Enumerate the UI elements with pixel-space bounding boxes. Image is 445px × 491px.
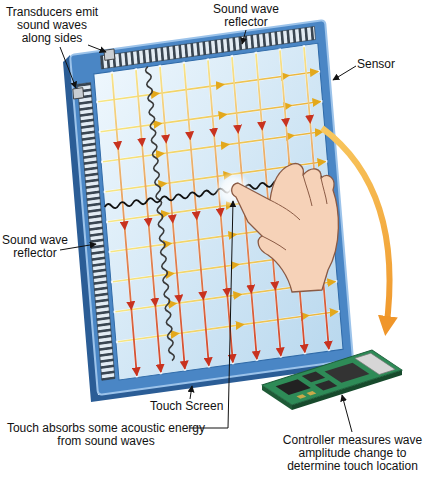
- wave-arrow: [101, 101, 321, 131]
- leader-line: [190, 386, 192, 399]
- finger-line: [270, 200, 300, 220]
- grid-line: [208, 58, 233, 364]
- left-reflector: [77, 83, 114, 381]
- glass-surface: [94, 43, 343, 380]
- finger-line: [303, 175, 312, 206]
- transducer: [73, 88, 84, 99]
- grid-line: [160, 65, 185, 371]
- horizontal-wave-arrows: [98, 71, 338, 341]
- transducer: [104, 49, 115, 60]
- chip: [276, 379, 311, 395]
- grid-line: [112, 72, 137, 378]
- touch-screen-panel: [70, 20, 353, 395]
- finger-line: [321, 178, 327, 204]
- hand: [232, 164, 339, 292]
- wave-arrow: [112, 74, 137, 376]
- chip: [315, 380, 337, 390]
- grid-line: [99, 101, 323, 132]
- grid-line: [136, 68, 161, 374]
- wave-arrow: [184, 64, 209, 366]
- thumb-line: [262, 236, 286, 250]
- grid-line: [184, 62, 209, 368]
- leader-lines: [60, 30, 356, 432]
- wave-arrow: [160, 67, 185, 369]
- controller-board: [262, 350, 402, 405]
- leader-line: [342, 395, 352, 432]
- grid-line: [101, 131, 325, 162]
- panel-frame: [70, 20, 353, 395]
- leader-line: [190, 201, 233, 428]
- vertical-sound-wave: [145, 66, 174, 361]
- wave-arrow: [208, 60, 233, 362]
- callout-label: Sound wave reflector: [196, 3, 296, 29]
- wave-arrow: [98, 71, 318, 101]
- wave-arrow: [136, 70, 161, 372]
- component: [297, 394, 307, 398]
- connector: [355, 353, 395, 374]
- callout-label: Sound wave reflector: [0, 234, 70, 260]
- callout-label: Touch Screen: [150, 400, 250, 413]
- leader-line: [60, 47, 76, 88]
- callout-label: Touch absorbs some acoustic energy from …: [6, 422, 206, 448]
- chip: [302, 372, 325, 383]
- grid-line: [116, 311, 340, 342]
- wave-arrow: [103, 131, 323, 161]
- leader-line: [242, 30, 246, 44]
- hand-shape: [232, 164, 339, 292]
- grid-line: [96, 71, 320, 102]
- leader-line: [88, 45, 106, 52]
- component: [307, 391, 317, 395]
- sensor-grid: [94, 43, 343, 380]
- wave-arrow: [118, 311, 338, 341]
- callout-label: Controller measures wave amplitude chang…: [275, 434, 430, 473]
- circuit-board: [262, 350, 402, 405]
- leader-line: [333, 66, 356, 80]
- chip: [325, 363, 370, 383]
- callout-label: Transducers emit sound waves along sides: [2, 6, 102, 45]
- callout-label: Sensor: [357, 58, 427, 71]
